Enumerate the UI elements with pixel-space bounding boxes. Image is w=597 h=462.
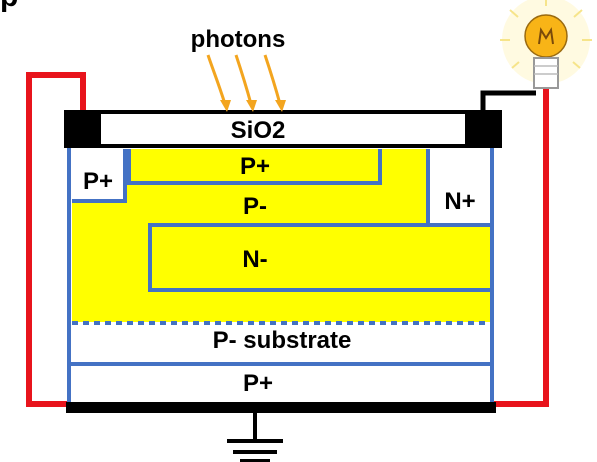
p-plus-left-label: P+ — [83, 168, 113, 195]
p-plus-bottom-label: P+ — [243, 370, 273, 397]
photon-arrowheads — [220, 100, 286, 112]
photon-arrow-icon — [206, 54, 227, 105]
photons-label: photons — [191, 26, 286, 53]
junction-boundaries — [67, 147, 494, 402]
sio2-label: SiO2 — [231, 117, 286, 144]
corner-fragment-text: p — [0, 0, 18, 13]
circuit-wire-left — [26, 72, 86, 407]
p-plus-top-label: P+ — [240, 153, 270, 180]
p-minus-region — [72, 149, 490, 322]
photon-arrow-icon — [263, 54, 282, 105]
circuit-wire-right — [494, 88, 549, 407]
p-minus-label: P- — [243, 193, 267, 220]
n-plus-right-region — [428, 149, 490, 225]
p-substrate-label: P- substrate — [213, 327, 352, 354]
bottom-contact — [66, 402, 496, 413]
ground-icon — [227, 413, 283, 462]
n-plus-right-label: N+ — [444, 188, 475, 215]
photon-arrows — [206, 54, 282, 105]
photon-arrow-icon — [234, 54, 253, 105]
top-contact-left — [66, 112, 101, 146]
n-minus-label: N- — [242, 246, 267, 273]
light-bulb-icon — [500, 0, 592, 89]
top-contact-right — [465, 112, 500, 146]
p-plus-left-region — [72, 149, 125, 201]
bulb-lead-wire — [480, 90, 536, 113]
